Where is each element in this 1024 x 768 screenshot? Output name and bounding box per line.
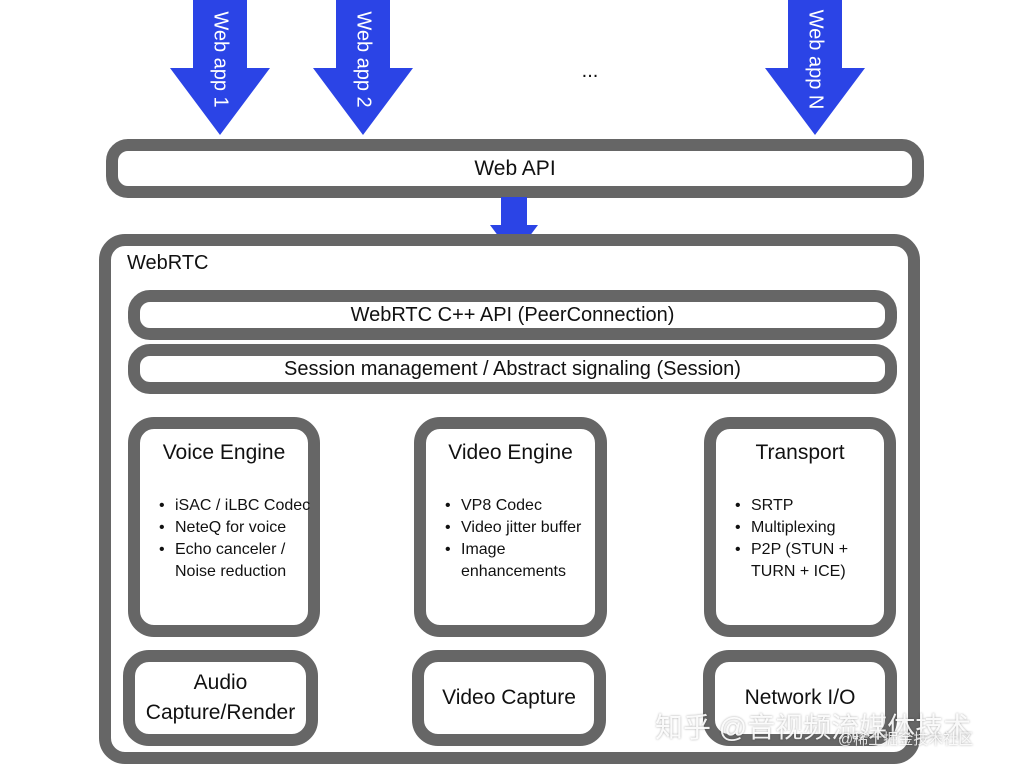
web-app-2-arrow: Web app 2 (313, 0, 413, 135)
feature-item: NeteQ for voice (157, 517, 327, 539)
feature-item: Echo canceler / Noise reduction (157, 539, 327, 583)
cpp-api-label: WebRTC C++ API (PeerConnection) (350, 303, 675, 326)
transport-title: Transport (755, 441, 845, 464)
down-arrow-icon (765, 0, 865, 135)
video-engine-title: Video Engine (448, 441, 573, 464)
ellipsis: ... (581, 60, 599, 82)
feature-item: VP8 Codec (443, 495, 593, 517)
feature-item: iSAC / iLBC Codec (157, 495, 327, 517)
feature-item: Video jitter buffer (443, 517, 593, 539)
voice-engine-title: Voice Engine (162, 441, 286, 464)
down-arrow-icon (313, 0, 413, 135)
watermark-text: 知乎 @音视频流媒体技术 (655, 712, 972, 743)
network-io-label: Network I/O (744, 686, 856, 709)
voice-engine-features: iSAC / iLBC Codec NeteQ for voice Echo c… (157, 495, 327, 583)
down-arrow-icon (170, 0, 270, 135)
api-to-webrtc-arrow (490, 197, 538, 257)
feature-item: P2P (STUN + TURN + ICE) (733, 539, 863, 583)
web-api-box: Web API (106, 139, 924, 198)
feature-item: SRTP (733, 495, 863, 517)
web-api-label: Web API (474, 156, 556, 180)
cpp-api-box: WebRTC C++ API (PeerConnection) (128, 290, 897, 340)
video-capture-box: Video Capture (412, 650, 606, 746)
watermark-subtext: @稀土掘金技术社区 (838, 731, 974, 748)
webrtc-title: WebRTC (127, 252, 209, 274)
feature-item: Multiplexing (733, 517, 863, 539)
feature-item: Image enhancements (443, 539, 593, 583)
session-box: Session management / Abstract signaling … (128, 344, 897, 394)
network-io-box: Network I/O (703, 650, 897, 746)
audio-capture-box: Audio Capture/Render (123, 650, 318, 746)
web-app-label: Web app N (804, 9, 827, 110)
session-label: Session management / Abstract signaling … (284, 357, 741, 380)
transport-box: Transport SRTP Multiplexing P2P (STUN + … (704, 417, 896, 637)
video-engine-box: Video Engine VP8 Codec Video jitter buff… (414, 417, 607, 637)
web-app-label: Web app 1 (209, 11, 232, 108)
transport-features: SRTP Multiplexing P2P (STUN + TURN + ICE… (733, 495, 863, 583)
audio-capture-label: Audio Capture/Render (145, 671, 296, 724)
video-engine-features: VP8 Codec Video jitter buffer Image enha… (443, 495, 593, 583)
web-app-n-arrow: Web app N (765, 0, 865, 135)
web-app-1-arrow: Web app 1 (170, 0, 270, 135)
down-arrow-icon (490, 197, 538, 257)
voice-engine-box: Voice Engine iSAC / iLBC Codec NeteQ for… (128, 417, 320, 637)
web-app-label: Web app 2 (352, 11, 375, 108)
video-capture-label: Video Capture (442, 686, 576, 709)
